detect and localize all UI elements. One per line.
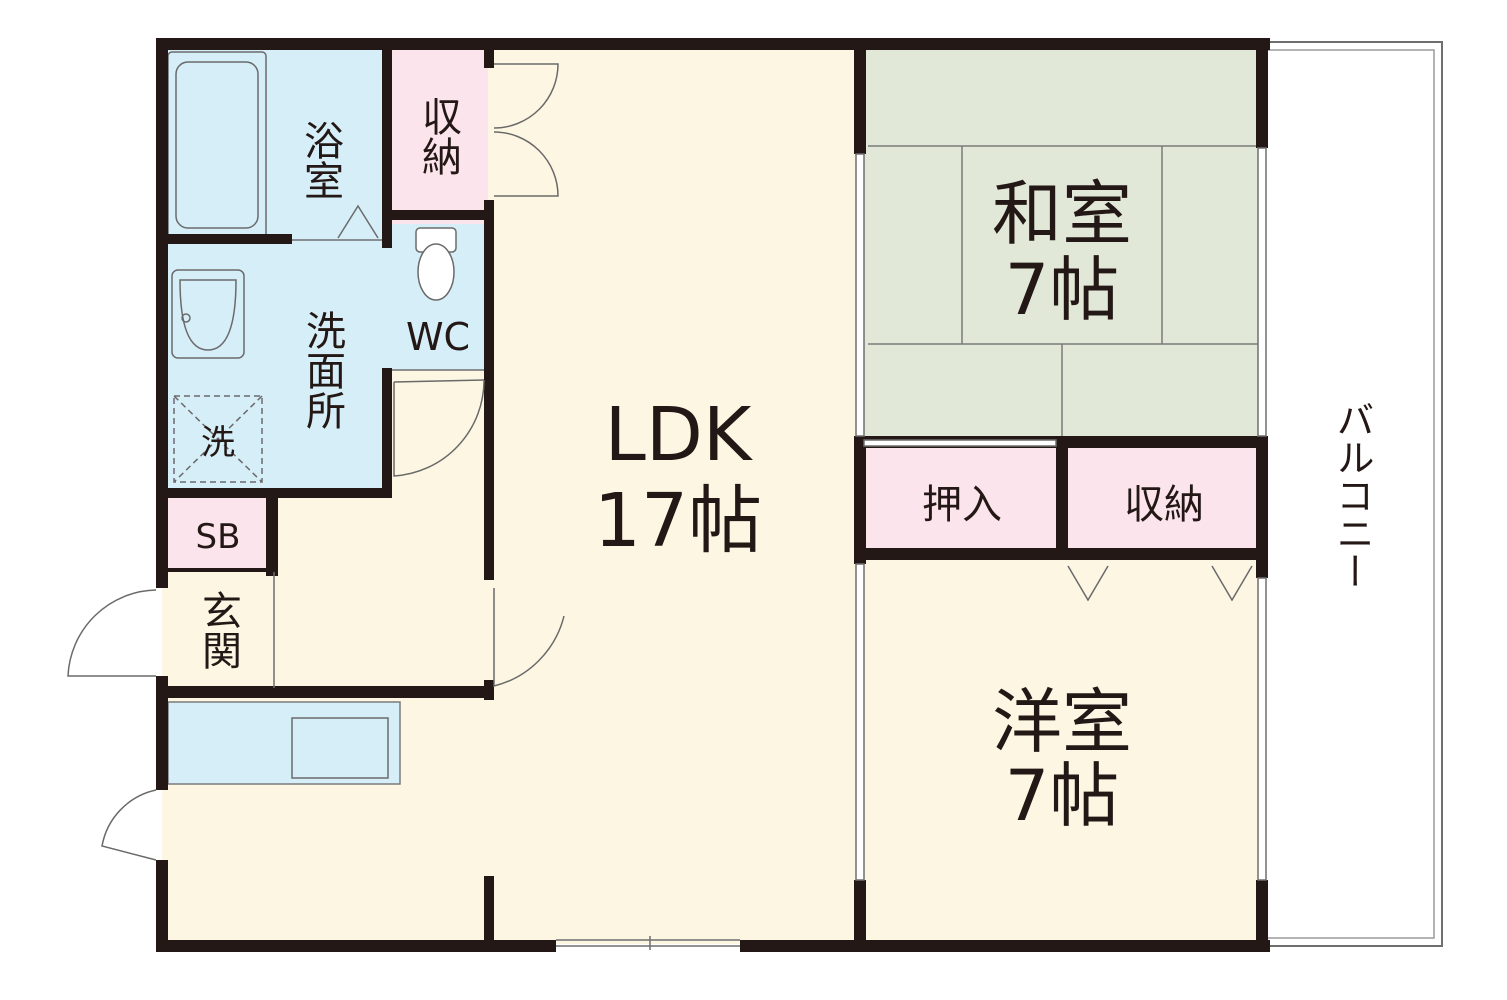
wash-basin — [171, 269, 245, 359]
washitsu-size-label: 7帖 — [1005, 249, 1120, 331]
balcony-label: バルコニー — [1330, 400, 1374, 590]
doors — [67, 63, 1253, 861]
youshitsu-floor — [864, 560, 1262, 944]
window-openings — [855, 147, 1267, 881]
washroom-floor — [162, 244, 388, 494]
shoebox-floor — [162, 498, 274, 568]
washitsu-floor — [864, 44, 1262, 442]
washer-label: 洗 — [201, 423, 235, 463]
thin-lines — [273, 239, 740, 950]
oshiire-floor — [864, 448, 1060, 554]
entrance-label: 玄関 — [195, 590, 241, 670]
walls — [156, 38, 1270, 952]
balcony — [1261, 41, 1443, 947]
bath-label: 浴室 — [297, 120, 343, 200]
ldk-size-label: 17帖 — [594, 478, 762, 564]
toilet — [415, 227, 457, 301]
shoebox-label: SB — [196, 517, 241, 557]
washer-space — [173, 395, 263, 483]
sink-basin — [291, 717, 389, 779]
youshitsu-name-label: 洋室 — [992, 681, 1132, 763]
youshitsu-size-label: 7帖 — [1005, 755, 1120, 837]
oshiire-label: 押入 — [922, 482, 1002, 528]
storage-right-label: 収納 — [1124, 482, 1204, 528]
washitsu-name-label: 和室 — [992, 173, 1132, 255]
wc-label: WC — [406, 315, 470, 359]
washroom-label: 洗面所 — [299, 310, 345, 430]
storage-top-label: 収納 — [415, 96, 461, 176]
bath-floor — [162, 44, 388, 244]
ldk-name-label: LDK — [605, 392, 754, 478]
tatami-lines — [868, 145, 1258, 440]
storage-right-floor — [1066, 448, 1262, 554]
storage-top-floor — [388, 44, 488, 224]
